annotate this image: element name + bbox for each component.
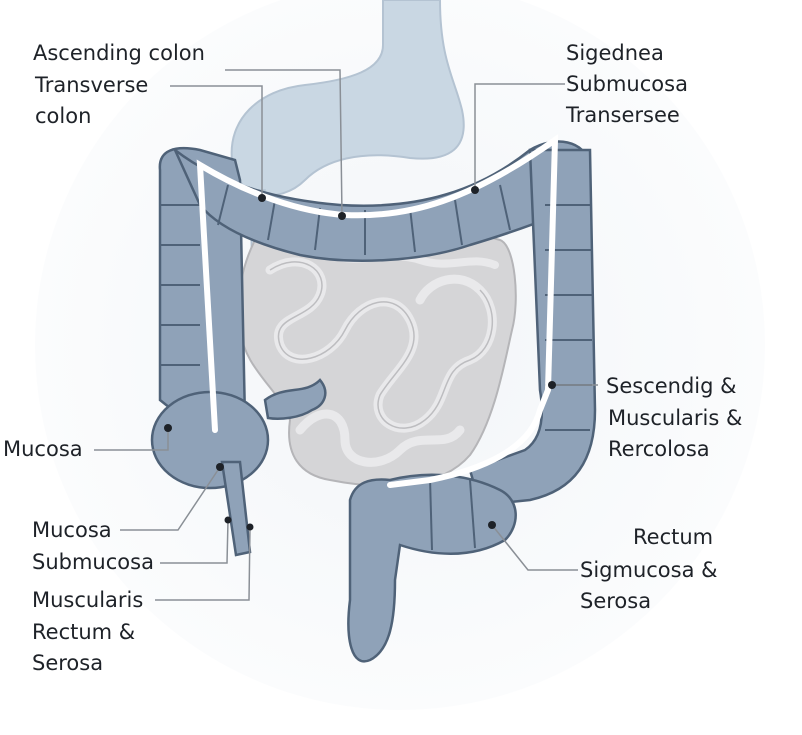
label-transverse-colon-line2: colon (35, 104, 92, 128)
label-rectum-right: Rectum (633, 525, 714, 549)
label-mucosa-bottom: Mucosa (32, 518, 112, 542)
label-serosa-bottom-left: Serosa (32, 651, 104, 675)
label-submucosa-bottom: Submucosa (32, 550, 154, 574)
label-muscularis-bottom: Muscularis (32, 588, 144, 612)
label-serosa-right: Serosa (580, 589, 652, 613)
label-sescendig: Sescendig & (606, 374, 737, 398)
label-rercolosa: Rercolosa (608, 437, 710, 461)
lumen-line (196, 134, 559, 488)
label-submucosa-top: Submucosa (566, 72, 688, 96)
label-transverse-colon-line1: Transverse (35, 73, 149, 97)
marker-dots (164, 186, 556, 531)
label-transersee: Transersee (566, 103, 680, 127)
label-muscularis-right: Muscularis & (608, 406, 743, 430)
label-ascending-colon: Ascending colon (33, 41, 205, 65)
label-sigmucosa: Sigmucosa & (580, 558, 718, 582)
label-sigednea: Sigednea (566, 41, 664, 65)
label-rectum-bottom-left: Rectum & (32, 620, 136, 644)
large-intestine (150, 140, 597, 663)
leader-lines (94, 69, 598, 601)
small-intestine (237, 227, 517, 487)
label-mucosa-left: Mucosa (3, 437, 83, 461)
